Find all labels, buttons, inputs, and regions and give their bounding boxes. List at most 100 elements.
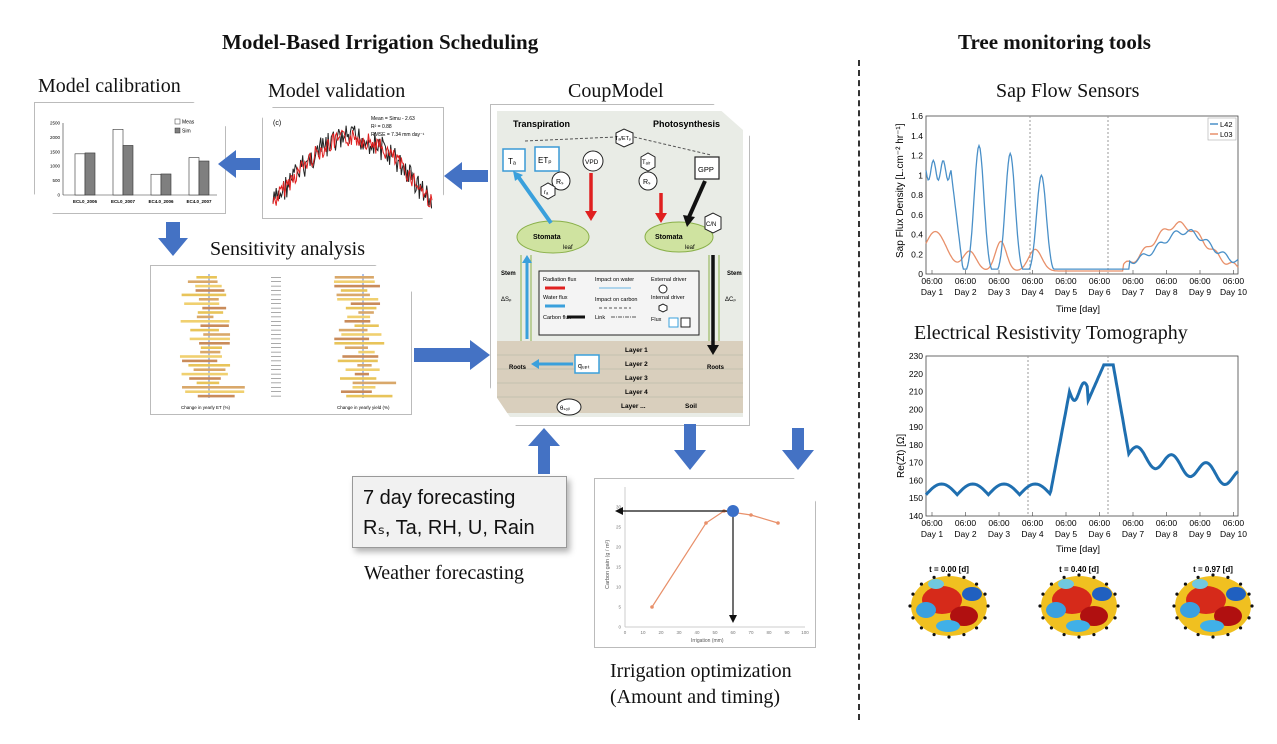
tomography-map: t = 0.97 [d] [1172,565,1254,639]
sensitivity-bar [200,346,222,349]
sensitivity-bar [180,320,230,323]
sensitivity-bar [337,298,379,301]
calibration-category-label: EC4.0_2007 [186,199,212,204]
sensitivity-bar [354,324,379,327]
day-tick: Day 9 [1189,529,1211,539]
node-rs-2-label: Rₛ [643,179,651,186]
section-divider [858,60,860,720]
sensitivity-bar [334,337,370,341]
sensitivity-bar [197,394,235,398]
sensitivity-bar [199,342,230,345]
optimization-chart: Carbon gain (g / m²) Irrigation (mm) 051… [605,487,809,644]
sensitivity-bar [182,359,218,363]
legend-external: External driver [651,277,687,283]
sensitivity-bar [341,333,382,336]
ert-ytick: 170 [909,458,923,468]
time-tick: 06:00 [1022,276,1044,286]
legend-internal: Internal driver [651,295,685,301]
calibration-ytick: 0 [57,193,60,198]
sensitivity-bar [358,311,374,314]
sapflow-ytick: 0.2 [911,249,923,259]
sensitivity-bar [193,368,226,371]
ert-ytick: 180 [909,440,923,450]
day-tick: Day 6 [1088,287,1110,297]
node-qupt [574,354,600,374]
optimization-ytick: 0 [618,625,621,630]
sensitivity-bar [203,333,231,336]
leaf-right-stomata: Stomata [655,234,683,241]
layer-3: Layer 3 [625,375,648,382]
day-tick: Day 7 [1122,287,1144,297]
sensitivity-bar [185,390,245,393]
weather-caption: Weather forecasting [364,562,524,584]
sensitivity-bar [184,302,220,305]
sensitivity-bar [181,293,227,297]
legend-impact-water: Impact on water [595,277,634,283]
ert-ytick: 200 [909,404,923,414]
day-tick: Day 4 [1021,287,1043,297]
sapflow-chart: Sap Flux Density [L.cm⁻² hr⁻¹] 00.20.40.… [895,111,1247,315]
node-gpp [694,156,720,180]
sensitivity-xlabel-right: Change in yearly yield (%) [337,405,390,410]
time-tick: 06:00 [1156,518,1178,528]
time-tick: 06:00 [1022,518,1044,528]
sensitivity-caption: Sensitivity analysis [210,238,365,260]
validation-timeseries-chart: (c) Mean = Simu - 2.63 R² = 0.88 RMSE = … [272,116,433,214]
day-tick: Day 8 [1155,529,1177,539]
layer-4: Layer 4 [625,389,648,396]
time-tick: 06:00 [1122,518,1144,528]
coupmodel-caption: CoupModel [568,80,664,102]
ert-ytick: 140 [909,511,923,521]
node-ta [502,148,526,172]
sensitivity-tornado-chart: Change in yearly ET (%) Change in yearly… [179,274,397,410]
sensitivity-bar [197,311,224,314]
sapflow-xlabel: Time [day] [1056,304,1100,315]
forecast-input-box: 7 day forecasting Rₛ, Ta, RH, U, Rain [352,476,567,548]
day-tick: Day 5 [1055,287,1077,297]
ert-xlabel: Time [day] [1056,544,1100,555]
forecast-line-1: 7 day forecasting [363,487,516,509]
ert-resistivity-series [924,363,1239,497]
optimization-xtick: 10 [640,630,646,635]
sensitivity-bar [188,364,231,367]
optimization-caption-1: Irrigation optimization [610,660,792,682]
sensitivity-bar [358,350,375,354]
arrow-coupmodel-to-validation [444,162,488,190]
leaf-left-label: leaf [563,245,573,251]
day-tick: Day 9 [1189,287,1211,297]
optimization-xtick: 100 [801,630,809,635]
node-tair [640,152,656,172]
soil-label: Soil [685,403,697,410]
node-rb [540,182,556,200]
node-etp [534,146,560,172]
sensitivity-bar [357,364,372,367]
roots-left: Roots [509,365,527,371]
legend-radiation: Radiation flux [543,277,577,283]
calibration-bar-sim [122,145,134,196]
sensitivity-bar [181,372,228,376]
sensitivity-bar [195,289,225,292]
optimization-xlabel: Irrigation (mm) [691,638,724,644]
stem-right-dcp: ΔCₚ [725,297,736,303]
sapflow-legend-l03: L03 [1220,130,1233,139]
sensitivity-bar [187,280,218,283]
optimization-ylabel: Carbon gain (g / m²) [605,540,611,589]
optimization-ytick: 20 [616,545,622,550]
optimization-xtick: 0 [624,630,627,635]
optimization-caption-2: (Amount and timing) [610,686,780,708]
ert-chart: Re(Zt) [Ω] 14015016017018019020021022023… [896,351,1247,555]
day-tick: Day 2 [954,287,976,297]
calibration-ytick: 1500 [50,149,61,154]
calibration-legend-meas: Meas [182,120,195,126]
stem-left-label: Stem [501,271,516,277]
time-tick: 06:00 [1156,276,1178,286]
time-tick: 06:00 [1122,276,1144,286]
ert-ytick: 210 [909,387,923,397]
sensitivity-bar [196,315,214,319]
calibration-ytick: 2000 [50,135,61,140]
right-section-header: Tree monitoring tools [958,30,1151,54]
optimization-xtick: 60 [730,630,736,635]
optimization-point [650,605,654,609]
